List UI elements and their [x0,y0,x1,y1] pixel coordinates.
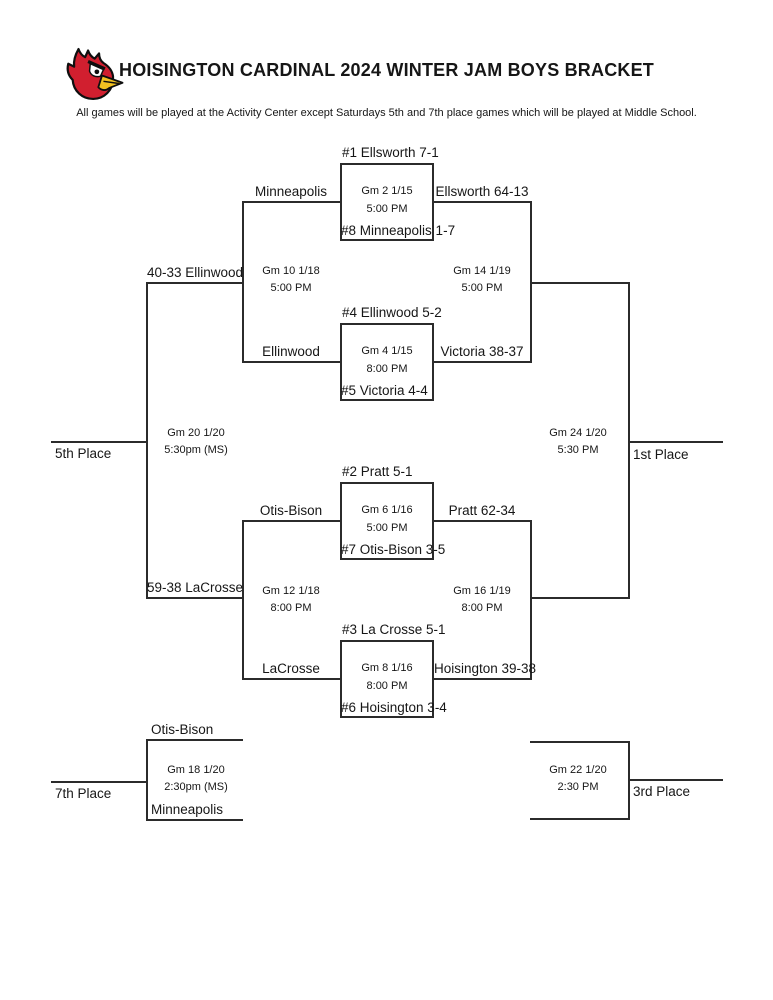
fifth-place-line [51,441,148,443]
gm12-winner-line [146,597,244,599]
gm14-time: 5:00 PM [461,282,503,294]
gm8-winner-label: Hoisington 39-38 [434,661,537,676]
gm24-join-line [628,282,630,599]
gm2-winner-line [434,201,530,203]
gm18-time: 2:30pm (MS) [164,781,228,793]
gm6-winner-line [434,520,530,522]
gm6-loser-label: Otis-Bison [259,503,323,518]
gm20-label: Gm 20 1/20 [167,427,225,439]
gm4-time: 8:00 PM [366,363,408,375]
gm20-join-line [146,282,148,599]
gm12-winner-label: 59-38 LaCrosse [146,580,244,595]
gm4-label: Gm 4 1/15 [361,345,413,357]
gm18-label: Gm 18 1/20 [167,764,225,776]
first-place-label: 1st Place [633,447,689,462]
gm2-loser-label: Minneapolis [254,184,328,199]
gm16-label: Gm 16 1/19 [453,585,511,597]
gm16-winner-line [530,597,628,599]
gm16-join-line [530,520,532,680]
gm18-info: Gm 18 1/20 2:30pm (MS) [131,762,261,796]
gm8-loser-label: LaCrosse [262,661,320,676]
third-bottom-line [530,818,628,820]
seventh-team-bottom-label: Minneapolis [151,802,224,817]
gm22-time: 2:30 PM [557,781,599,793]
gm20-info: Gm 20 1/20 5:30pm (MS) [131,425,261,459]
seventh-top-line [146,739,243,741]
third-top-line [530,741,628,743]
gm12-time: 8:00 PM [270,602,312,614]
gm6-time: 5:00 PM [366,522,408,534]
gm12-join-line [242,520,244,680]
gm10-winner-line [146,282,244,284]
gm10-info: Gm 10 1/18 5:00 PM [226,263,356,297]
gamebox-gm8: Gm 8 1/16 8:00 PM [340,640,434,718]
gm14-info: Gm 14 1/19 5:00 PM [417,263,547,297]
gm2-label: Gm 2 1/15 [361,185,413,197]
gamebox-gm6: Gm 6 1/16 5:00 PM [340,482,434,560]
cardinal-logo-icon [66,47,124,101]
gm10-time: 5:00 PM [270,282,312,294]
first-place-line [628,441,723,443]
gm10-label: Gm 10 1/18 [262,265,320,277]
gm14-winner-line [530,282,628,284]
gm4-winner-label: Victoria 38-37 [440,344,524,359]
gm14-label: Gm 14 1/19 [453,265,511,277]
gamebox-gm2: Gm 2 1/15 5:00 PM [340,163,434,241]
gm4-loser-label: Ellinwood [262,344,320,359]
seventh-place-line [51,781,148,783]
seed-victoria: #5 Victoria 4-4 [341,383,428,398]
gamebox-gm4: Gm 4 1/15 8:00 PM [340,323,434,401]
gm2-loser-line [242,201,340,203]
gm8-winner-line [434,678,530,680]
seed-ellinwood: #4 Ellinwood 5-2 [342,305,442,320]
gm16-time: 8:00 PM [461,602,503,614]
gm12-label: Gm 12 1/18 [262,585,320,597]
gm16-info: Gm 16 1/19 8:00 PM [417,583,547,617]
gm2-winner-label: Ellsworth 64-13 [435,184,529,199]
gm24-info: Gm 24 1/20 5:30 PM [513,425,643,459]
gm24-label: Gm 24 1/20 [549,427,607,439]
seed-pratt: #2 Pratt 5-1 [342,464,413,479]
gm22-label: Gm 22 1/20 [549,764,607,776]
gm8-loser-line [242,678,340,680]
gm2-time: 5:00 PM [366,203,408,215]
seed-ellsworth: #1 Ellsworth 7-1 [342,145,439,160]
seed-lacrosse: #3 La Crosse 5-1 [342,622,446,637]
seventh-place-label: 7th Place [55,786,112,801]
seed-otis-bison: #7 Otis-Bison 3-5 [341,542,446,557]
seed-minneapolis: #8 Minneapolis 1-7 [341,223,456,238]
gm6-loser-line [242,520,340,522]
gm24-time: 5:30 PM [557,444,599,456]
gm4-winner-line [434,361,530,363]
page-subtitle: All games will be played at the Activity… [76,107,697,119]
fifth-place-label: 5th Place [55,446,112,461]
gm6-label: Gm 6 1/16 [361,504,413,516]
seventh-team-top-label: Otis-Bison [151,722,214,737]
gm6-winner-label: Pratt 62-34 [448,503,516,518]
page-title: HOISINGTON CARDINAL 2024 WINTER JAM BOYS… [119,60,654,80]
gm8-label: Gm 8 1/16 [361,662,413,674]
gm10-winner-label: 40-33 Ellinwood [146,265,244,280]
gm4-loser-line [242,361,340,363]
seventh-bottom-line [146,819,243,821]
seventh-join-line [146,739,148,821]
gm8-time: 8:00 PM [366,680,408,692]
gm22-info: Gm 22 1/20 2:30 PM [513,762,643,796]
third-place-label: 3rd Place [633,784,691,799]
third-place-line [628,779,723,781]
gm20-time: 5:30pm (MS) [164,444,228,456]
gm12-info: Gm 12 1/18 8:00 PM [226,583,356,617]
seed-hoisington: #6 Hoisington 3-4 [341,700,447,715]
